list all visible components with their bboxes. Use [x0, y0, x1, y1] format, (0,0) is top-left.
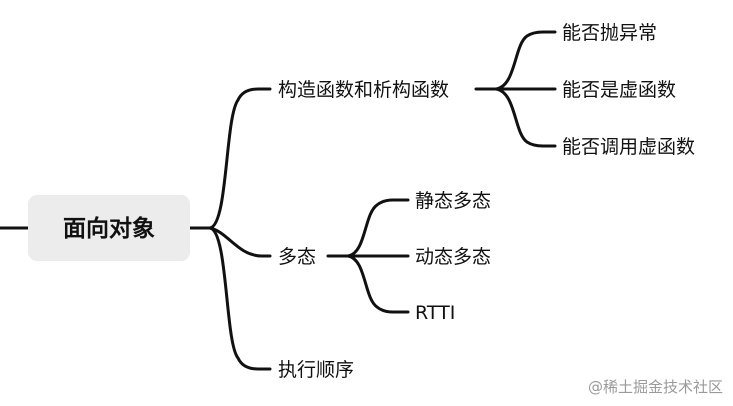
edge-ctor-dtor-to-call-virtual [494, 87, 557, 148]
edge-root-to-polymorphism [208, 226, 272, 258]
edge-polymorphism-to-static [346, 198, 410, 258]
connectors [0, 30, 557, 371]
branch-polymorphism[interactable]: 多态 [278, 246, 316, 268]
edge-ctor-dtor-to-throw [494, 30, 557, 91]
leaf-can-call-virtual[interactable]: 能否调用虚函数 [562, 136, 695, 158]
leaf-can-throw[interactable]: 能否抛异常 [562, 22, 657, 44]
root-node[interactable]: 面向对象 [28, 195, 190, 261]
edge-root-to-exec-order [208, 226, 272, 371]
branch-ctor-dtor[interactable]: 构造函数和析构函数 [278, 79, 449, 101]
branch-exec-order[interactable]: 执行顺序 [278, 359, 354, 381]
edge-polymorphism-to-rtti [346, 254, 410, 314]
edge-root-to-ctor-dtor [208, 87, 272, 230]
watermark: @稀土掘金技术社区 [587, 378, 723, 396]
leaf-dynamic-polymorphism[interactable]: 动态多态 [415, 246, 491, 268]
root-node-label: 面向对象 [63, 215, 155, 242]
leaf-static-polymorphism[interactable]: 静态多态 [415, 190, 491, 212]
leaf-rtti[interactable]: RTTI [415, 302, 455, 324]
leaf-can-be-virtual[interactable]: 能否是虚函数 [562, 79, 676, 101]
root-node-box [28, 195, 190, 261]
